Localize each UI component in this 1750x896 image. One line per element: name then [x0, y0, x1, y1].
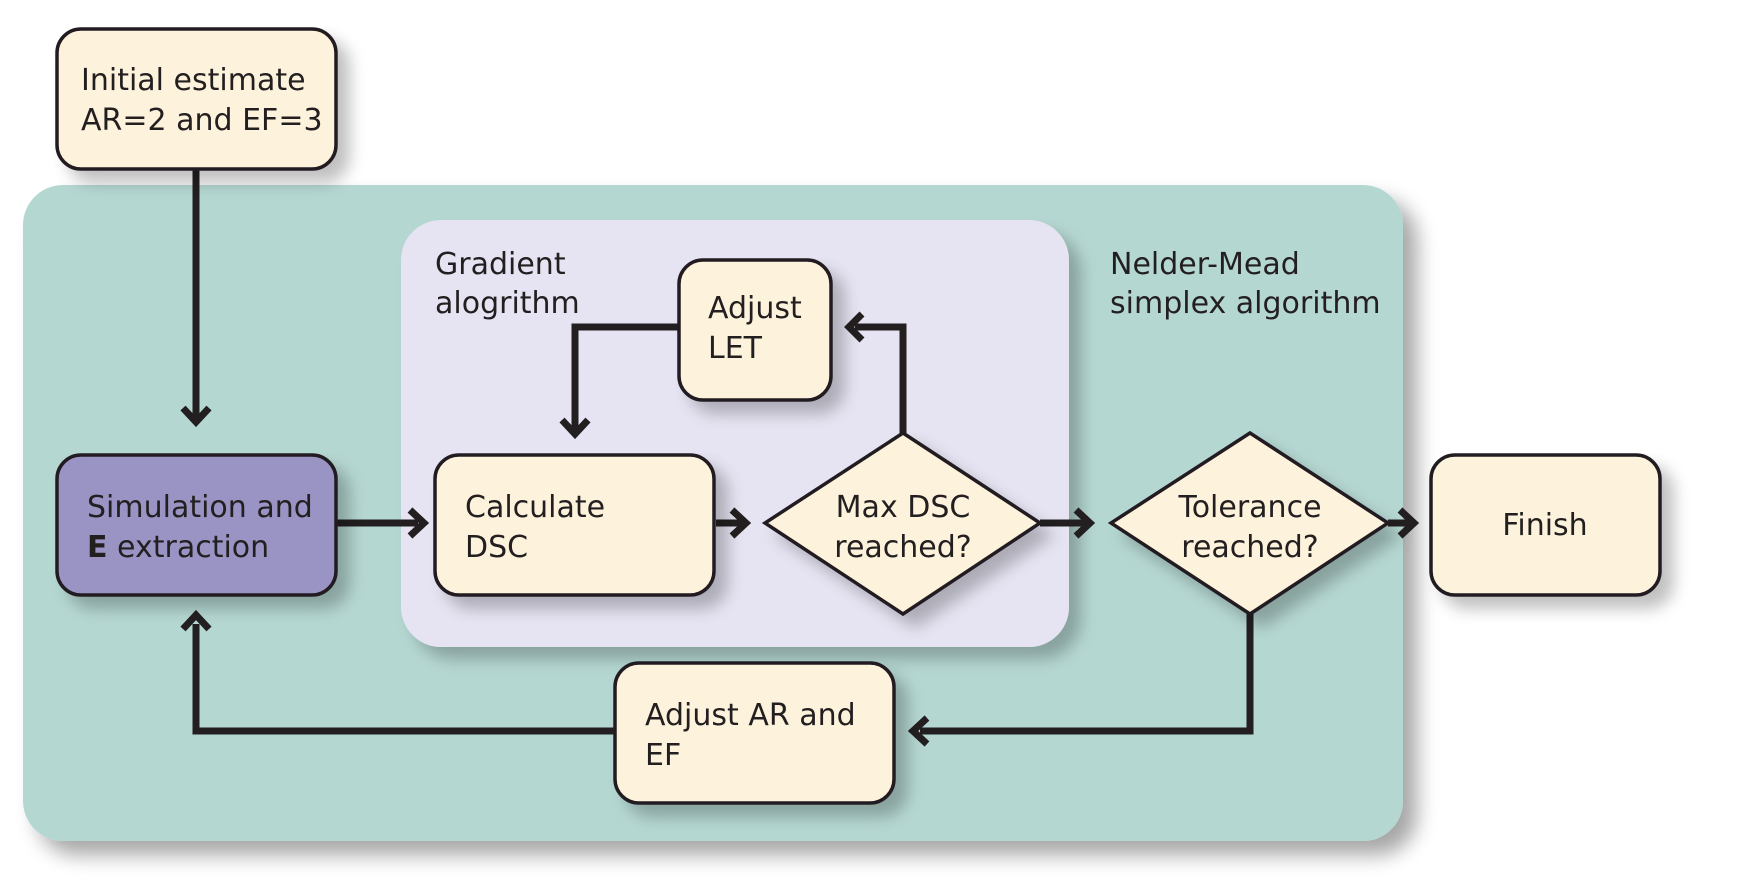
svg-text:EF: EF: [645, 738, 681, 773]
connector-adjustar-to-simulation: [192, 624, 614, 735]
gradient-label: Gradient: [435, 247, 566, 282]
arrowhead-right-icon: [1073, 507, 1096, 539]
arrowhead-down-icon: [559, 417, 591, 440]
arrowhead-left-icon: [844, 311, 865, 343]
svg-text:reached?: reached?: [1181, 530, 1318, 565]
svg-text:E extraction: E extraction: [87, 530, 269, 565]
svg-text:Max DSC: Max DSC: [836, 490, 971, 525]
max-dsc-decision: Max DSC reached?: [761, 430, 1044, 617]
finish-node: Finish: [1429, 453, 1662, 597]
svg-text:Finish: Finish: [1502, 508, 1587, 543]
svg-text:AR=2 and EF=3: AR=2 and EF=3: [81, 103, 323, 138]
connector-adjustlet-to-calculate: [571, 323, 679, 433]
adjust-ar-ef-node: Adjust AR and EF: [613, 661, 896, 805]
simulation-node: Simulation and E extraction: [55, 453, 338, 597]
connector-maxdsc-to-adjustlet: [855, 323, 907, 433]
svg-text:Calculate: Calculate: [465, 490, 605, 525]
svg-text:DSC: DSC: [465, 530, 528, 565]
nelder-mead-label: Nelder-Mead: [1110, 247, 1300, 282]
arrowhead-right-icon: [407, 507, 430, 539]
nelder-mead-label-2: simplex algorithm: [1110, 286, 1381, 321]
gradient-label-2: alogrithm: [435, 286, 580, 321]
calculate-dsc-node: Calculate DSC: [433, 453, 716, 597]
svg-text:LET: LET: [708, 331, 763, 366]
arrowhead-left-icon: [907, 715, 930, 747]
svg-text:Simulation and: Simulation and: [87, 490, 313, 525]
svg-text:reached?: reached?: [834, 530, 971, 565]
svg-text:Adjust: Adjust: [708, 291, 802, 326]
initial-estimate-node: Initial estimate AR=2 and EF=3: [55, 27, 338, 171]
adjust-let-node: Adjust LET: [677, 258, 833, 402]
arrowhead-right-icon: [729, 507, 752, 539]
tolerance-decision: Tolerance reached?: [1107, 430, 1392, 617]
svg-text:Initial estimate: Initial estimate: [81, 63, 306, 98]
connector-tolerance-to-adjustar: [920, 614, 1254, 735]
arrowhead-up-icon: [180, 609, 212, 632]
svg-text:Tolerance: Tolerance: [1177, 490, 1321, 525]
arrowhead-down-icon: [180, 405, 212, 428]
svg-text:Adjust AR and: Adjust AR and: [645, 698, 856, 733]
arrowhead-right-icon: [1397, 507, 1420, 539]
